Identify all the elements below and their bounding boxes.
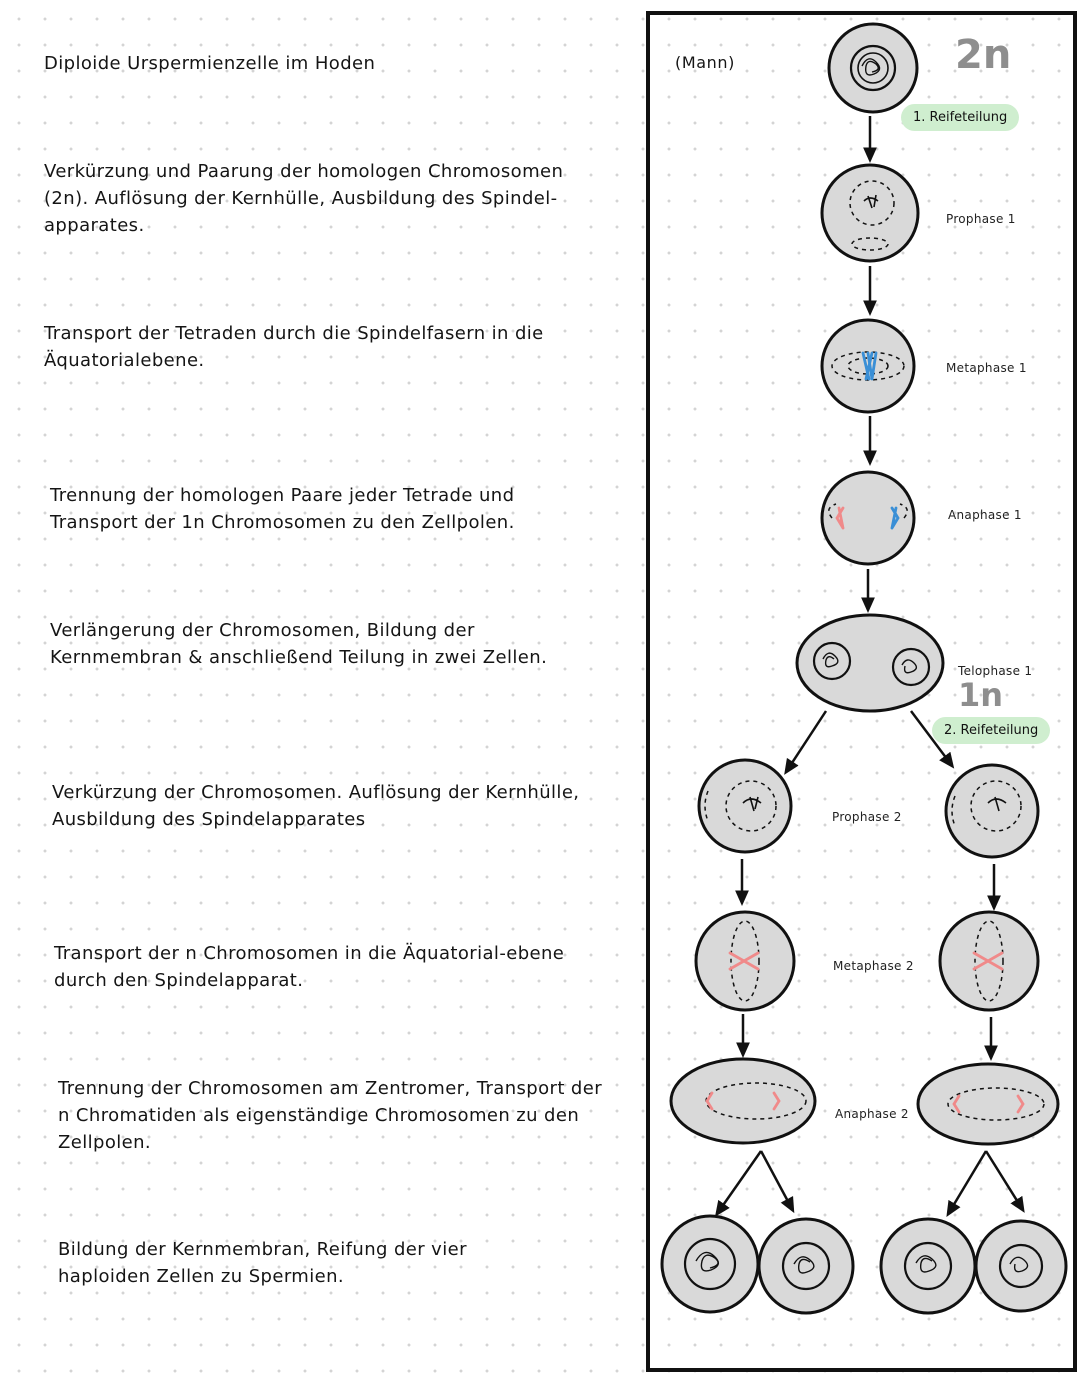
label-metaphase1: Metaphase 1 [946, 361, 1027, 375]
cell-anaphase1 [820, 470, 916, 566]
description-anaphase2: Trennung der Chromosomen am Zentromer, T… [58, 1078, 603, 1153]
description-metaphase2: Transport der n Chromosomen in die Äquat… [54, 943, 565, 991]
description-initial-cell: Diploide Urspermienzelle im Hoden [44, 53, 376, 74]
description-anaphase1: Trennung der homologen Paare jeder Tetra… [50, 485, 515, 533]
label-metaphase2: Metaphase 2 [833, 959, 914, 973]
nucleus-telophase-right [891, 647, 931, 687]
description-metaphase1: Transport der Tetraden durch die Spindel… [44, 323, 544, 371]
cell-prophase1 [820, 163, 920, 263]
description-prophase2: Verkürzung der Chromosomen. Auflösung de… [52, 782, 580, 830]
chromatin-scribbles [695, 58, 1029, 1274]
label-prophase2: Prophase 2 [832, 810, 902, 824]
gender-label: (Mann) [675, 53, 735, 72]
cell-prophase2-right [944, 763, 1040, 859]
label-anaphase1: Anaphase 1 [948, 508, 1022, 522]
cell-anaphase2-left [669, 1057, 817, 1145]
cell-telophase1 [795, 613, 945, 713]
description-telophase1: Verlängerung der Chromosomen, Bildung de… [50, 620, 548, 668]
nucleus-spermatid-4 [998, 1243, 1044, 1289]
nucleus-telophase-left [812, 641, 852, 681]
meiosis-diagram-frame: (Mann) [646, 11, 1077, 1372]
cell-prophase2-left [697, 758, 793, 854]
label-prophase1: Prophase 1 [946, 212, 1016, 226]
first-division-pill: 1. Reifeteilung [901, 104, 1020, 131]
description-prophase1: Verkürzung und Paarung der homologen Chr… [44, 161, 564, 236]
label-telophase1: Telophase 1 [958, 664, 1033, 678]
ploidy-1n-label: 1n [958, 676, 1004, 714]
label-anaphase2: Anaphase 2 [835, 1107, 909, 1121]
nucleus-spermatid-2 [781, 1241, 831, 1291]
description-spermatids: Bildung der Kernmembran, Reifung der vie… [58, 1239, 467, 1287]
cell-anaphase2-right [916, 1062, 1060, 1146]
ploidy-2n-label: 2n [955, 32, 1012, 78]
meiosis-diagram [660, 22, 1068, 1315]
second-division-pill: 2. Reifeteilung [932, 717, 1051, 744]
nucleus-spermatid-3 [903, 1241, 953, 1291]
nucleus-spermatid-1 [683, 1237, 737, 1291]
